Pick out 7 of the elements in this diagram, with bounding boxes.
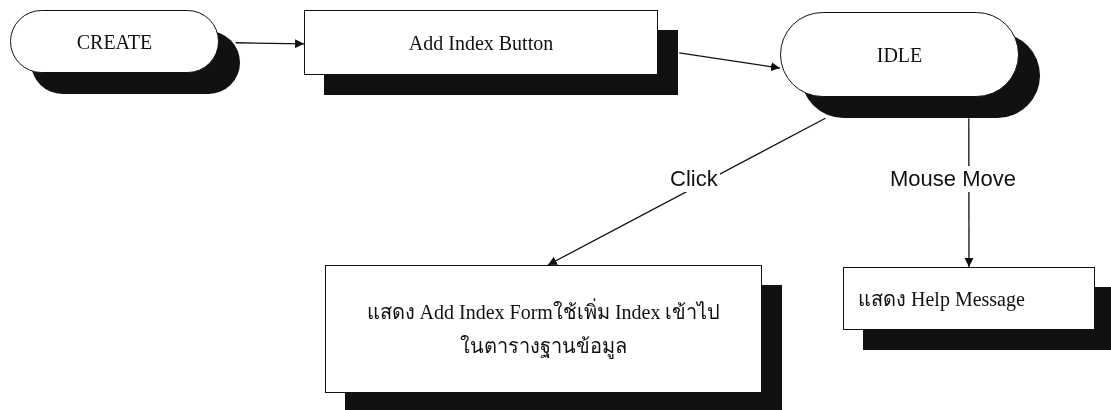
node-text: IDLE xyxy=(875,42,924,68)
arrow xyxy=(678,52,781,72)
node-text: แสดง Add Index Formใช้เพิ่ม Index เข้าไปในตารางฐานข้อมูล xyxy=(348,291,739,367)
edge-label: Mouse Move xyxy=(888,166,1018,192)
node-text: แสดง Help Message xyxy=(857,286,1026,313)
node-text: Add Index Button xyxy=(407,30,555,56)
node-text: CREATE xyxy=(75,29,154,55)
